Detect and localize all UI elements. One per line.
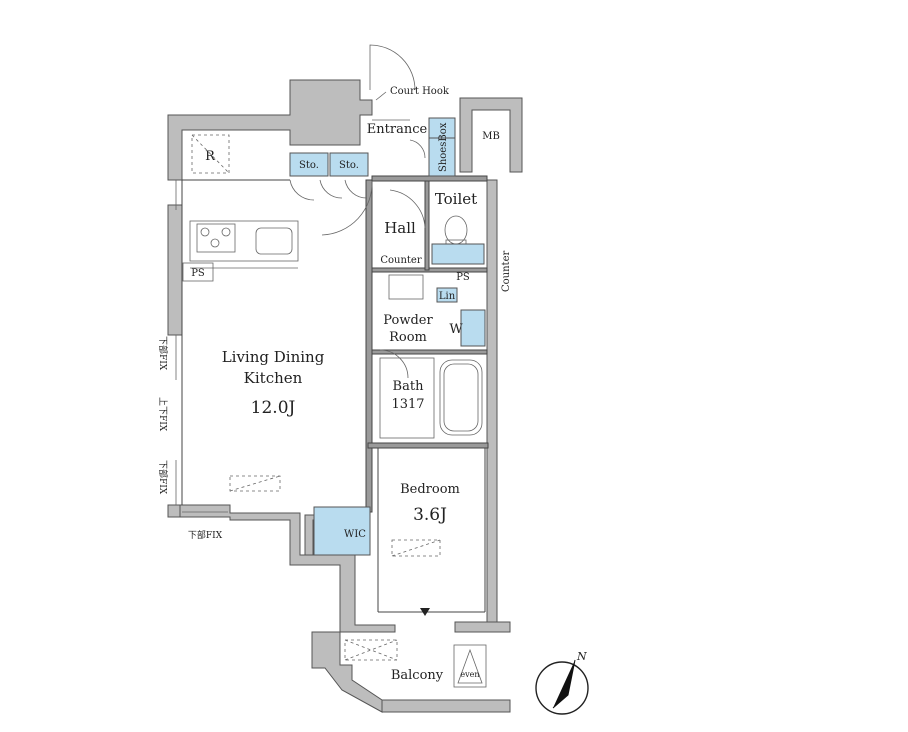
door-marker-icon (420, 608, 430, 616)
refrigerator-label: R (205, 149, 216, 164)
storage-2 (329, 152, 369, 177)
storage-areas (289, 117, 486, 556)
window-fix-bottom: 下部FIX (188, 529, 223, 541)
window-fix-1: 下部FIX (157, 336, 169, 371)
bath-size: 1317 (391, 397, 424, 412)
kitchen-counter (189, 220, 299, 262)
linen-label: Lin (439, 291, 456, 302)
kitchen-ps-label: PS (191, 268, 205, 279)
balcony-hatch (453, 644, 487, 688)
window-fix-3: 下部FIX (157, 460, 169, 495)
compass-circle (535, 661, 589, 715)
storage-1-label: Sto. (299, 160, 319, 171)
right-ps-label: PS (456, 272, 470, 283)
wic-label: WIC (344, 529, 366, 540)
ldk-label-line1: Living Dining (222, 348, 325, 366)
mb-label: MB (482, 131, 500, 142)
bathtub (439, 359, 483, 436)
washer-label: W (449, 322, 463, 337)
washer-space (460, 309, 486, 347)
hall-counter-label: Counter (380, 255, 421, 266)
court-hook-label: Court Hook (390, 86, 450, 97)
storage-2-label: Sto. (339, 160, 359, 171)
toilet-counter (431, 243, 485, 265)
compass: N (535, 650, 589, 715)
toilet-label: Toilet (435, 190, 477, 208)
window-fix-2: 上下FIX (157, 397, 168, 432)
refrigerator-space (191, 134, 230, 174)
labels: Living Dining Kitchen 12.0J Bedroom 3.6J… (157, 86, 512, 683)
linen-storage (436, 287, 458, 303)
north-label: N (576, 650, 587, 663)
even-label: even (460, 670, 479, 679)
hall-door-arc (321, 180, 373, 236)
powder-room-label-line2: Room (389, 330, 427, 345)
vertical-counter-label: Counter (501, 251, 512, 292)
bedroom-size: 3.6J (413, 505, 447, 525)
balcony-label: Balcony (391, 668, 444, 683)
bedroom-label: Bedroom (400, 482, 460, 497)
ldk-label-line2: Kitchen (244, 369, 303, 387)
ldk-size: 12.0J (251, 398, 296, 418)
walk-in-closet (313, 506, 371, 556)
powder-room-label-line1: Powder (383, 313, 433, 328)
walls (167, 79, 523, 713)
bath-label: Bath (393, 379, 425, 394)
kitchen-sink (255, 227, 293, 255)
powder-sink (388, 274, 424, 300)
interior-lines (175, 44, 487, 688)
storage-1 (289, 152, 329, 177)
hall-label: Hall (384, 219, 416, 237)
entrance-label: Entrance (367, 122, 428, 137)
north-arrow-icon (553, 660, 575, 708)
stove (196, 223, 236, 253)
shoes-box-label: ShoesBox (438, 122, 449, 172)
